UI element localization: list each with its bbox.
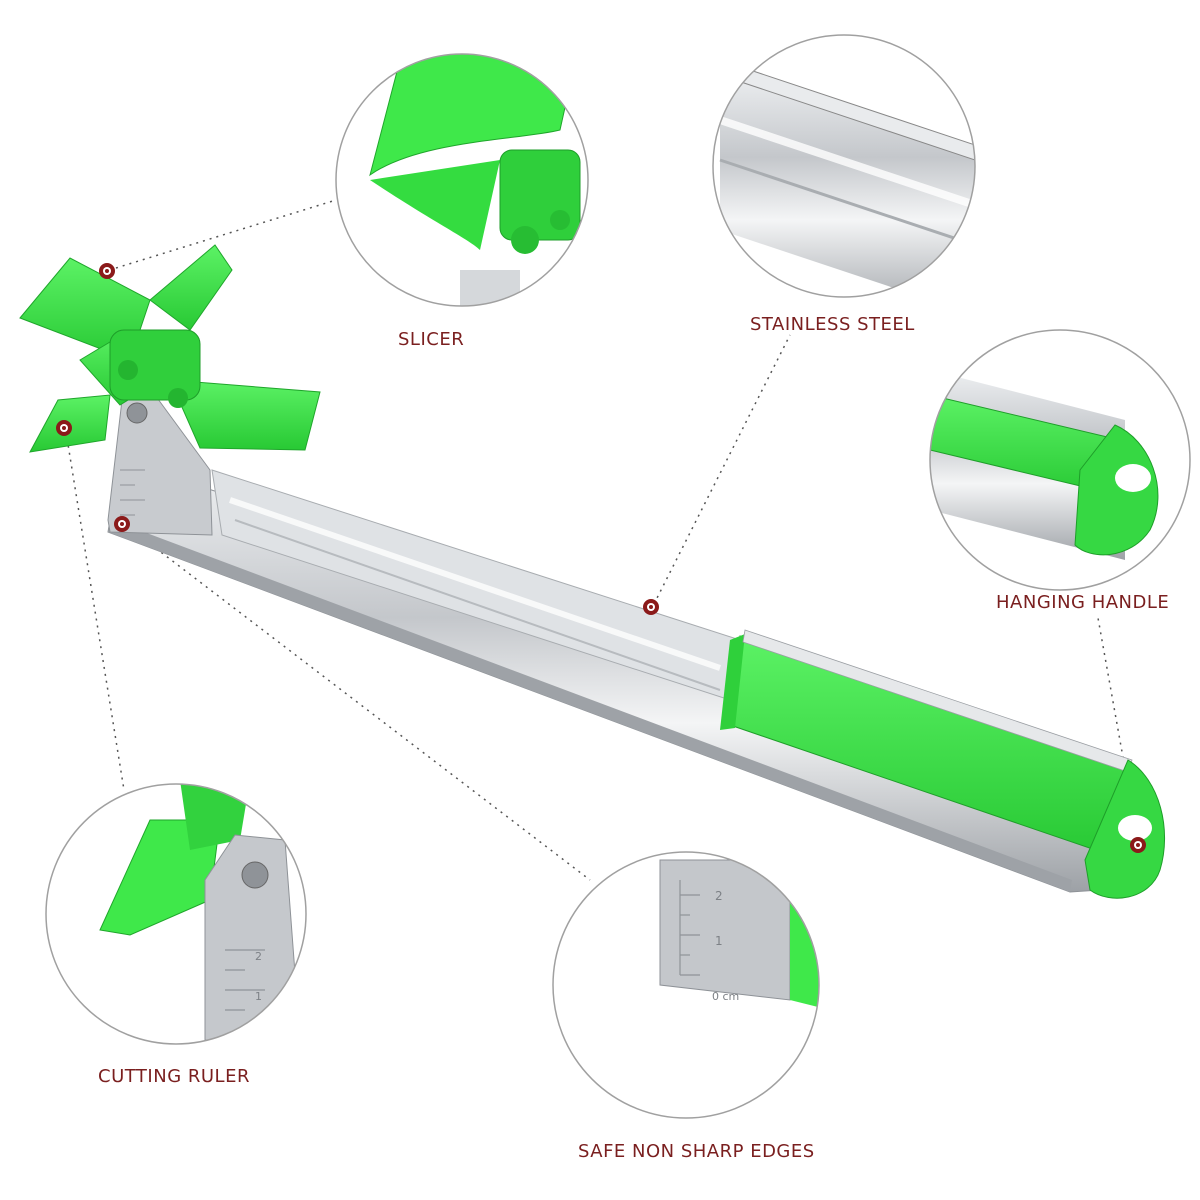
label-slicer: SLICER [398,329,465,350]
leader-safe-edges [127,526,591,881]
ruler-mark-2-left: 2 [255,950,262,963]
ruler-unit-zoom: 0 cm [712,990,739,1003]
leader-hanging-handle [1097,617,1139,842]
ruler-mark-2-zoom: 2 [715,889,723,903]
ruler-mark-1-left: 1 [255,990,262,1003]
marker-steel-icon [643,599,659,615]
zoom-circle-slicer [335,53,589,307]
marker-handle-icon [1130,837,1146,853]
marker-ruler-icon [56,420,72,436]
zoom-circle-stainless-steel [712,34,976,298]
marker-edges-icon [114,516,130,532]
label-safe-edges: SAFE NON SHARP EDGES [578,1141,815,1162]
label-hanging-handle: HANGING HANDLE [996,592,1170,613]
zoom-circle-cutting-ruler: 2 1 [45,783,307,1045]
leader-lines [65,199,1139,881]
zoom-circle-safe-edges: 2 1 0 cm [552,851,820,1119]
leader-slicer [115,199,337,269]
marker-slicer-icon [99,263,115,279]
label-stainless-steel: STAINLESS STEEL [750,314,915,335]
zoom-circle-hanging-handle [929,329,1191,591]
leader-cutting-ruler [65,431,125,791]
label-cutting-ruler: CUTTING RULER [98,1066,250,1087]
watermelon-slicer-tool [19,244,1166,899]
ruler-mark-1-zoom: 1 [715,934,723,948]
leader-stainless-steel [653,334,791,605]
callout-markers [56,263,1146,853]
